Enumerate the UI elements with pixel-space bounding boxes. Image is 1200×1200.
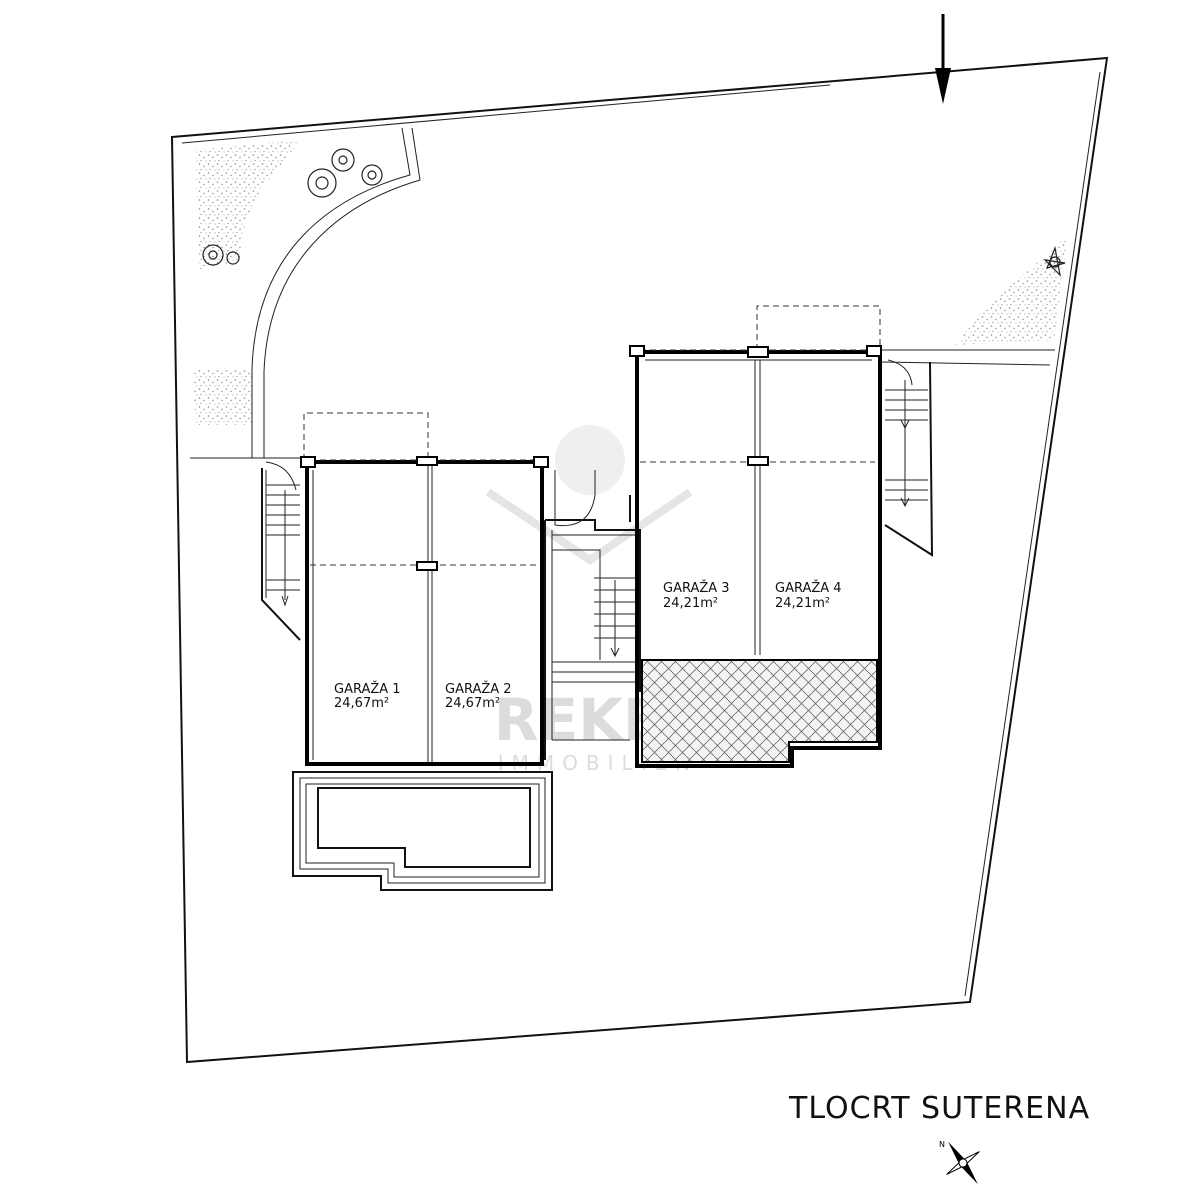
garage-3-name: GARAŽA 3 — [663, 580, 730, 596]
driveway-curve — [251, 127, 421, 458]
garage-3-area: 24,21m² — [663, 596, 718, 611]
terrace-left — [292, 771, 553, 891]
entrance-arrow-icon — [935, 14, 951, 104]
side-stair-right — [884, 359, 934, 557]
garage-4-area: 24,21m² — [775, 596, 830, 611]
tree-icon — [202, 148, 383, 266]
building-left — [300, 412, 549, 766]
garage-4-name: GARAŽA 4 — [775, 580, 842, 596]
site-boundary — [170, 56, 1109, 1064]
north-compass-icon — [946, 1141, 980, 1185]
building-right — [629, 305, 882, 768]
garage-2-area: 24,67m² — [445, 696, 500, 711]
side-stair-left — [261, 461, 301, 641]
central-stair — [544, 470, 641, 760]
vegetation-areas — [192, 140, 1068, 425]
terrain-lines — [190, 349, 1055, 459]
garage-1-name: GARAŽA 1 — [334, 681, 401, 697]
garage-2-name: GARAŽA 2 — [445, 681, 512, 697]
north-label: N — [939, 1140, 945, 1149]
garage-1-area: 24,67m² — [334, 696, 389, 711]
drawing-title: TLOCRT SUTERENA — [788, 1091, 1090, 1126]
shrub-icon — [1043, 245, 1066, 277]
garage-labels: GARAŽA 1 24,67m² GARAŽA 2 24,67m² GARAŽA… — [334, 580, 842, 711]
